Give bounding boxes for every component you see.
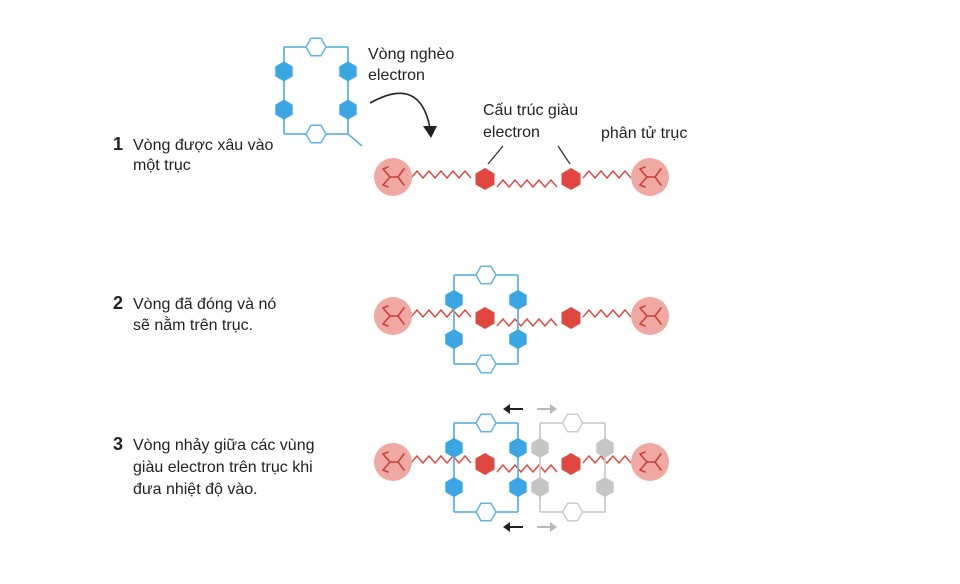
row-3-ring-ghost	[531, 413, 614, 522]
row-2-axle-chain-right	[582, 308, 632, 319]
row-3-ring-active-hexagon-icon-tl	[445, 437, 463, 458]
label-ring-line-2: electron	[368, 67, 425, 84]
row-3-ring-active-hexagon-icon-bl	[445, 477, 463, 498]
step-2-line-1: Vòng đã đóng và nó	[133, 296, 276, 313]
row-3-ring-ghost-open-hexagon-icon-top	[561, 413, 584, 433]
step-3-caption: 3 Vòng nhảy giữa các vùng giàu electron …	[113, 434, 315, 498]
step-2-line-2: sẽ nằm trên trục.	[133, 315, 253, 334]
row-2-ring-closed-hexagon-icon-tl	[445, 289, 463, 310]
row-1-stopper-icon-left	[374, 158, 412, 196]
row-1-ring-open-open-hexagon-icon-bottom	[305, 124, 327, 144]
row-2-ring-closed	[445, 265, 527, 374]
step-2-number: 2	[113, 293, 123, 313]
row-3-ring-ghost-hexagon-icon-br	[596, 477, 614, 498]
pointer-line-right	[557, 145, 571, 165]
arrow-right-icon-bottom	[537, 522, 557, 532]
step-2-caption: 2 Vòng đã đóng và nó sẽ nằm trên trục.	[113, 293, 276, 334]
row-2-ring-closed-open-hexagon-icon-top	[475, 265, 497, 285]
pointer-line-left	[487, 145, 504, 165]
row-3-stopper-icon-left	[374, 443, 412, 481]
row-3-ring-active-open-hexagon-icon-bottom	[475, 502, 497, 522]
row-3-ring-active-open-hexagon-icon-top	[475, 413, 497, 433]
row-1-ring-open-open-hexagon-icon-top	[305, 37, 327, 57]
row-2-axle-chain-left	[410, 308, 472, 319]
row-2-ring-closed-hexagon-icon-bl	[445, 329, 463, 350]
row-1-ring-open-hexagon-icon-tl	[275, 61, 293, 82]
row-3-ring-ghost-open-hexagon-icon-bottom	[561, 502, 584, 522]
arrow-right-icon-top	[537, 404, 557, 414]
row-3-ring-ghost-hexagon-icon-tr	[596, 437, 614, 458]
row-3-ring-ghost-hexagon-icon-bl	[531, 477, 549, 498]
step-3-line-1: Vòng nhảy giữa các vùng	[133, 437, 315, 454]
row-1-ring-open	[275, 37, 363, 147]
step-1-number: 1	[113, 134, 123, 154]
row-3-red-hexagon-icon-right	[561, 453, 581, 475]
row-1-stopper-icon-right	[631, 158, 669, 196]
label-rich-line-1: Cấu trúc giàu	[483, 102, 578, 119]
row-2-red-hexagon-icon-right	[561, 307, 581, 329]
row-2-stopper-icon-left	[374, 297, 412, 335]
step-1-line-1: Vòng được xâu vào	[133, 137, 274, 154]
step-1-caption: 1 Vòng được xâu vào một trục	[113, 134, 274, 174]
row-1-red-hexagon-icon-left	[475, 168, 495, 190]
row-2-axle-chain-middle	[496, 317, 558, 328]
row-3-ring-active-hexagon-icon-br	[509, 477, 527, 498]
curved-arrow-icon	[369, 92, 437, 138]
label-axle: phân tử trục	[601, 125, 687, 142]
step-3-line-3: đưa nhiệt độ vào.	[133, 481, 258, 498]
row-3-ring-active-hexagon-icon-tr	[509, 437, 527, 458]
row-3-stopper-icon-right	[631, 443, 669, 481]
row-1-axle-chain-middle	[496, 178, 558, 189]
step-3-number: 3	[113, 434, 123, 454]
row-2-ring-closed-open-hexagon-icon-bottom	[475, 354, 497, 374]
row-3-ring-active	[445, 413, 527, 522]
row-2-stopper-icon-right	[631, 297, 669, 335]
arrow-left-icon-top	[503, 404, 523, 414]
row-3-red-hexagon-icon-left	[475, 453, 495, 475]
row-1-ring-open-hexagon-icon-tr	[339, 61, 357, 82]
row-1-axle-chain-right	[582, 169, 632, 180]
row-1-ring-open-hexagon-icon-br	[339, 99, 357, 120]
row-2-ring-closed-hexagon-icon-tr	[509, 289, 527, 310]
step-1-line-2: một trục	[133, 157, 191, 174]
row-3-ring-ghost-hexagon-icon-tl	[531, 437, 549, 458]
row-3-axle-chain-middle	[496, 463, 558, 474]
label-rich-line-2: electron	[483, 124, 540, 141]
row-3-axle-chain-left	[410, 454, 472, 465]
row-1-ring-open-hexagon-icon-bl	[275, 99, 293, 120]
label-ring-line-1: Vòng nghèo	[368, 46, 454, 63]
arrow-left-icon-bottom	[503, 522, 523, 532]
row-2-ring-closed-hexagon-icon-br	[509, 329, 527, 350]
step-3-line-2: giàu electron trên trục khi	[133, 459, 313, 476]
row-3-axle-chain-right	[582, 454, 632, 465]
row-1-axle-chain-left	[410, 169, 472, 180]
row-1-red-hexagon-icon-right	[561, 168, 581, 190]
row-2-red-hexagon-icon-left	[475, 307, 495, 329]
